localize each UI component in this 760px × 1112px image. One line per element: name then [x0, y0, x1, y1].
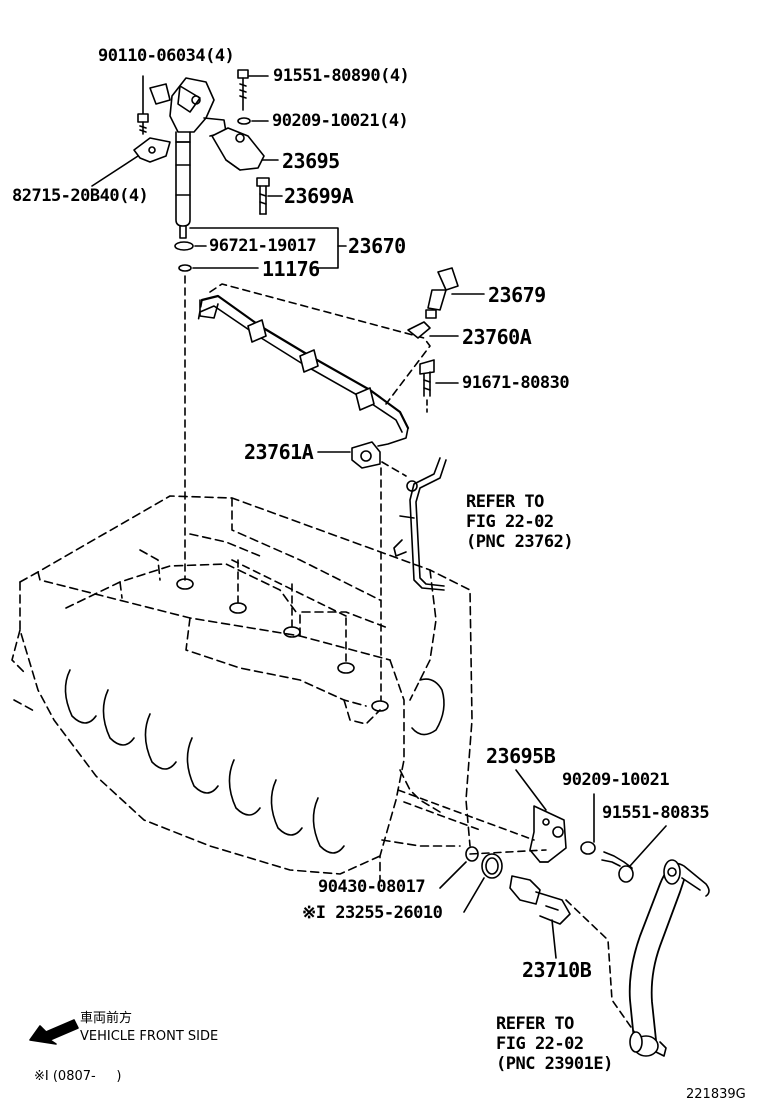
- refer-to-label-2-line1[interactable]: REFER TO: [496, 1014, 574, 1034]
- part-label-90209-10021[interactable]: 90209-10021: [562, 770, 670, 790]
- part-label-23699A[interactable]: 23699A: [284, 184, 354, 208]
- o-ring-icon: [174, 241, 194, 251]
- footnote: ※I (0807- ): [34, 1069, 122, 1084]
- gasket-icon: [465, 846, 479, 862]
- part-label-91671[interactable]: 91671-80830: [462, 373, 570, 393]
- o-ring-icon: [481, 853, 503, 879]
- front-side-label: VEHICLE FRONT SIDE: [80, 1029, 219, 1044]
- injector-clamp-icon: [211, 127, 265, 171]
- part-label-11176[interactable]: 11176: [262, 257, 320, 281]
- screw-icon: [137, 75, 149, 135]
- part-label-91551-80835[interactable]: 91551-80835: [602, 803, 710, 823]
- washer-icon: [237, 117, 251, 125]
- water-hose-icon: [628, 859, 710, 1057]
- fuel-rail-icon: [199, 294, 410, 447]
- clamp-icon: [133, 137, 171, 163]
- injector-bore-icons: [176, 578, 389, 712]
- washer-icon: [580, 841, 596, 855]
- part-label-23760A[interactable]: 23760A: [462, 325, 532, 349]
- part-label-23695B[interactable]: 23695B: [486, 744, 556, 768]
- clip-icon: [407, 321, 431, 339]
- part-label-23670[interactable]: 23670: [348, 234, 406, 258]
- part-label-23255[interactable]: ※I 23255-26010: [302, 903, 443, 923]
- part-label-96721[interactable]: 96721-19017: [209, 236, 317, 256]
- leakage-pipe-icon: [393, 457, 447, 591]
- refer-to-label-2-line2[interactable]: FIG 22-02: [496, 1034, 584, 1054]
- part-label-90110[interactable]: 90110-06034(4): [98, 46, 235, 66]
- front-side-label-jp: 車両前方: [80, 1011, 133, 1026]
- gasket-icon: [178, 264, 192, 272]
- hollow-bolt-icon: [256, 177, 270, 215]
- part-label-23679[interactable]: 23679: [488, 283, 546, 307]
- pipe-clamp-icon: [351, 441, 381, 469]
- refer-to-label-1-line3[interactable]: (PNC 23762): [466, 532, 574, 552]
- refer-to-label-1-line2[interactable]: FIG 22-02: [466, 512, 554, 532]
- bolt-icon: [237, 69, 249, 111]
- part-label-90430[interactable]: 90430-08017: [318, 877, 426, 897]
- part-label-23710B[interactable]: 23710B: [522, 958, 592, 982]
- injector-icon: [149, 77, 227, 239]
- part-label-82715[interactable]: 82715-20B40(4): [12, 186, 149, 206]
- bolt-icon: [601, 851, 634, 883]
- temperature-sensor-icon: [509, 875, 571, 925]
- part-label-23761A[interactable]: 23761A: [244, 440, 314, 464]
- part-label-91551-80890[interactable]: 91551-80890(4): [273, 66, 410, 86]
- refer-to-label-2-line3[interactable]: (PNC 23901E): [496, 1054, 613, 1074]
- part-label-23695[interactable]: 23695: [282, 149, 340, 173]
- sensor-bracket-icon: [529, 805, 567, 863]
- front-arrow-icon: [29, 1019, 79, 1045]
- flange-bolt-icon: [419, 359, 435, 397]
- diagram-id: 221839G: [686, 1087, 746, 1102]
- cylinder-bore-icons: [64, 669, 445, 854]
- pressure-sensor-icon: [425, 267, 459, 319]
- part-label-90209-10021-4[interactable]: 90209-10021(4): [272, 111, 409, 131]
- engine-block-outline: [11, 495, 473, 881]
- refer-to-label-1-line1[interactable]: REFER TO: [466, 492, 544, 512]
